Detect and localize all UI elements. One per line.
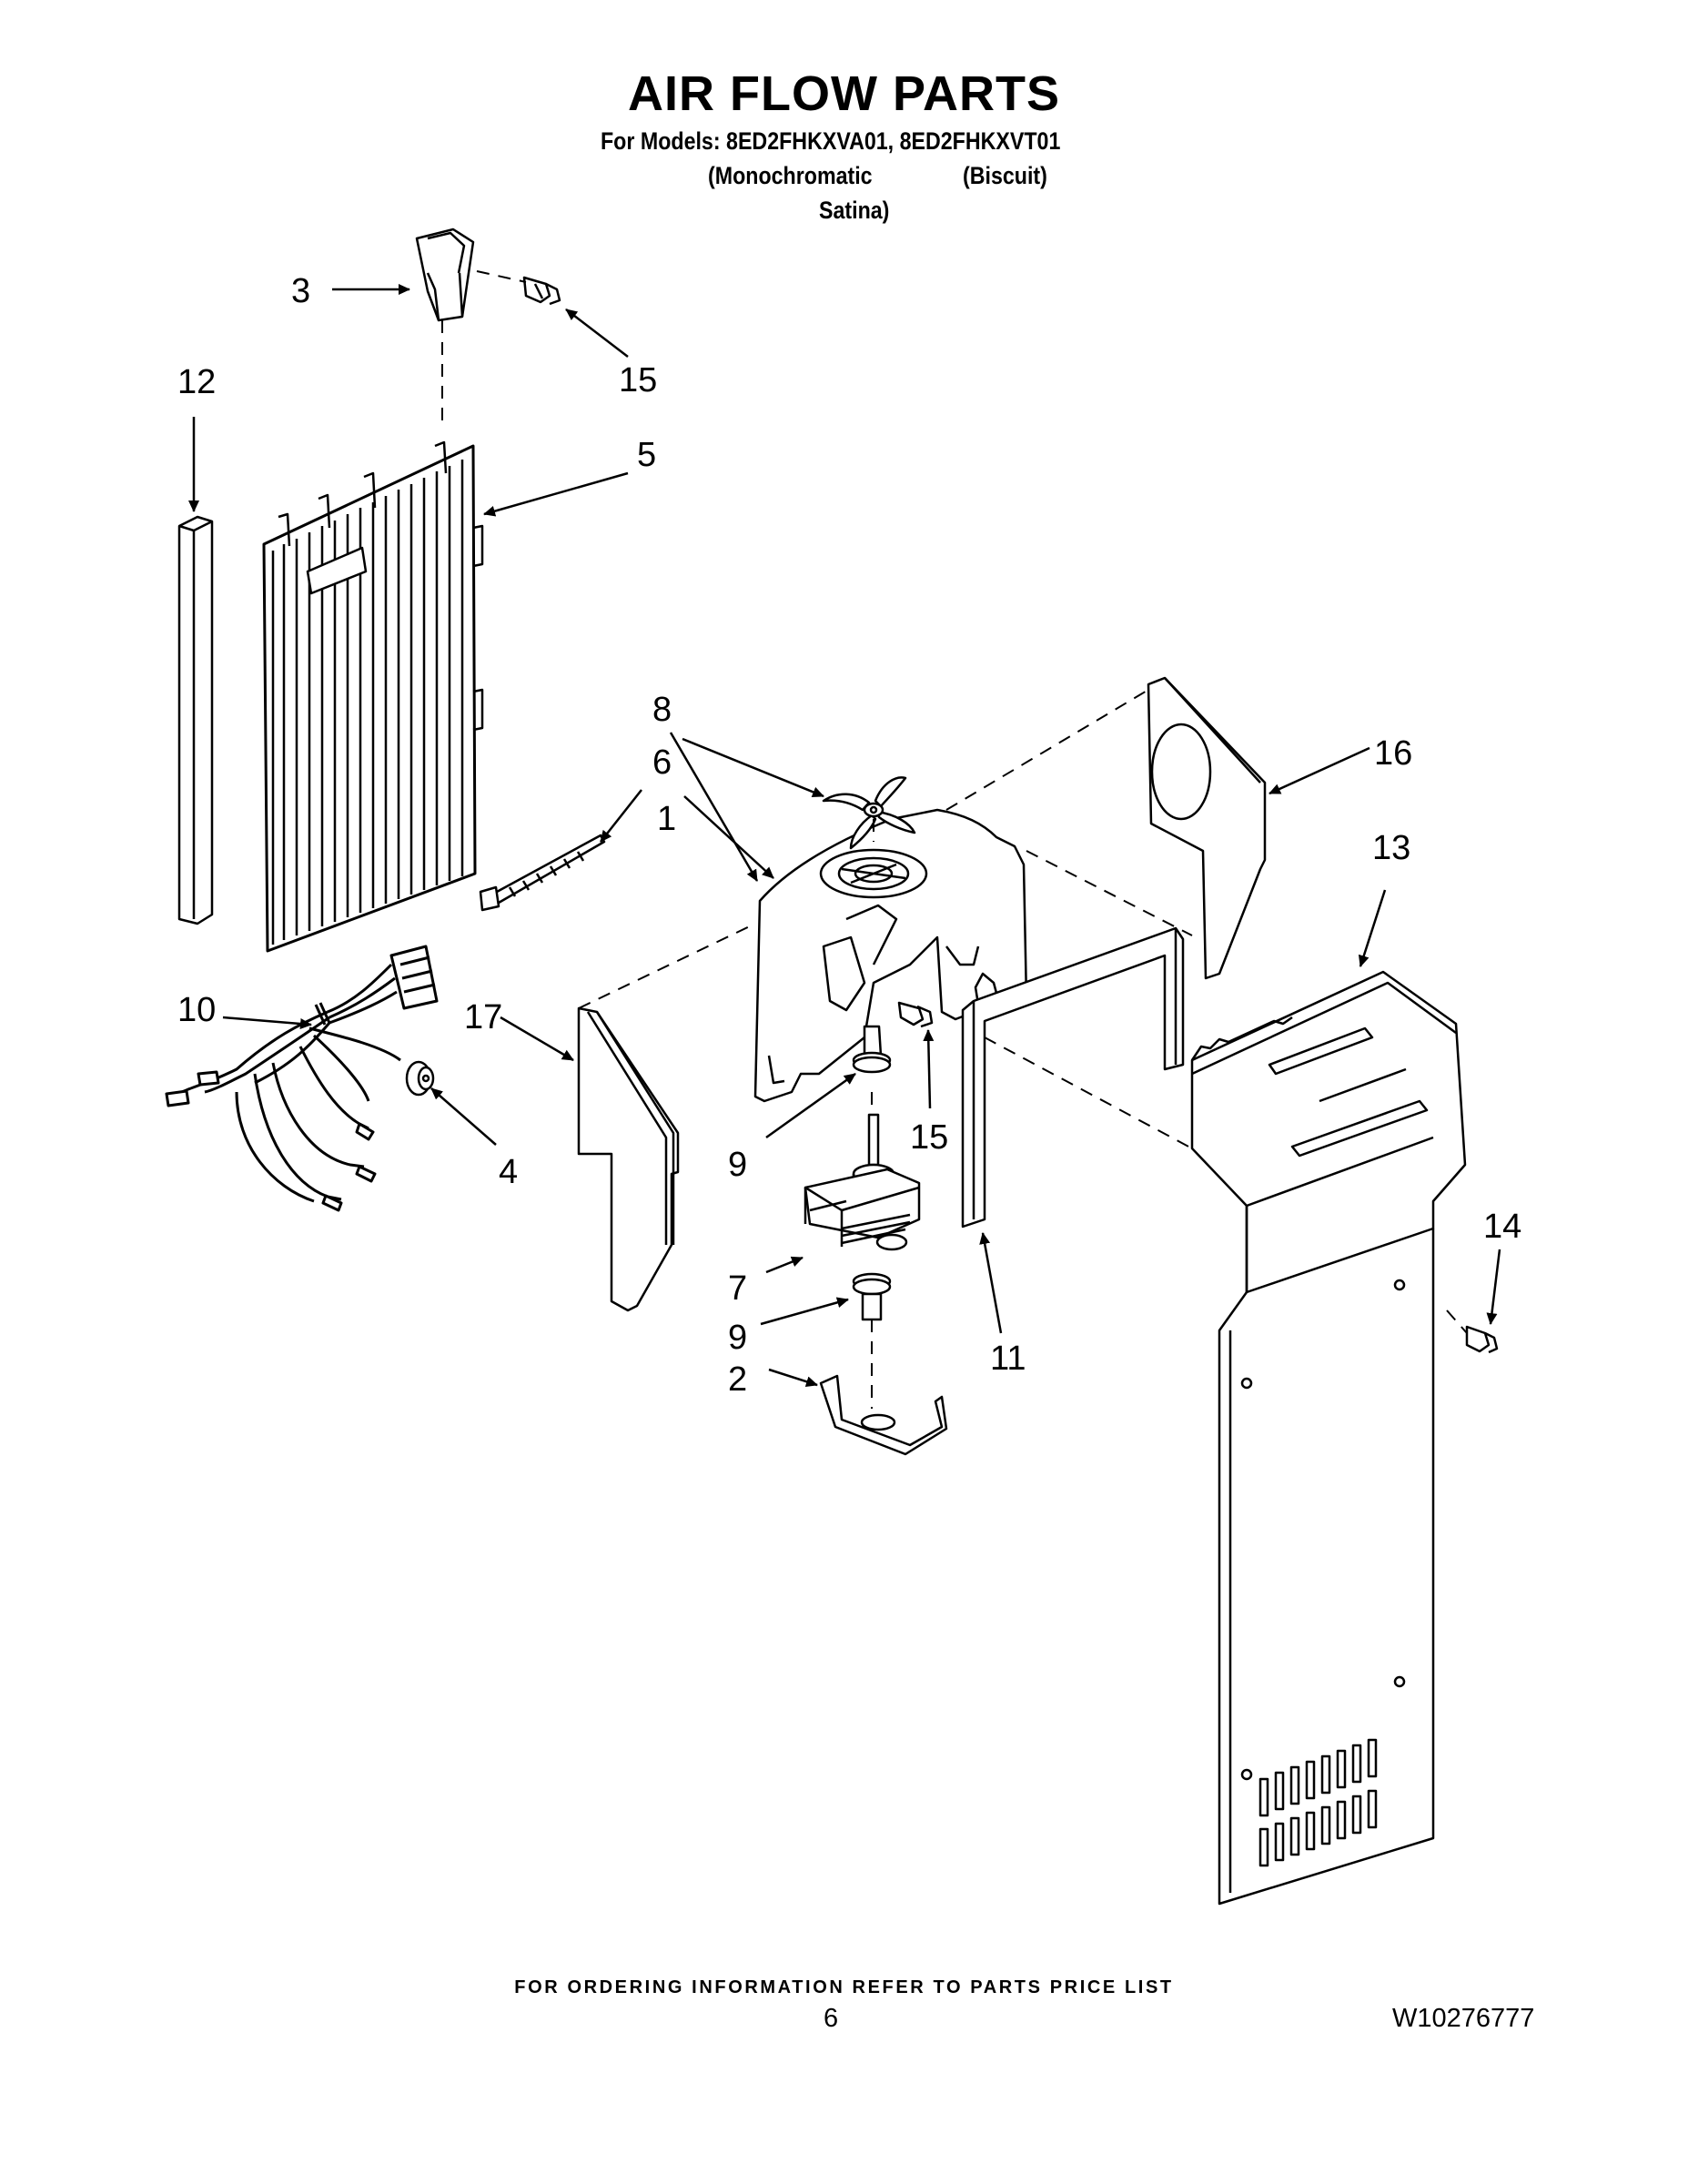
callout-5: 5 [637,436,656,474]
part-1-fan-shroud [753,808,1028,1103]
part-7-fan-motor [804,1113,921,1251]
document-number: W10276777 [1392,2004,1535,2033]
callout-3: 3 [291,272,310,310]
part-14-screw [1465,1325,1499,1354]
ordering-info: FOR ORDERING INFORMATION REFER TO PARTS … [514,1977,1174,1997]
variant-biscuit: (Biscuit) [963,162,1047,189]
alignment-lines [441,270,1468,1409]
callout-15-mid: 15 [910,1118,948,1157]
callout-9-upper: 9 [728,1146,747,1184]
callout-2: 2 [728,1360,747,1399]
callout-7: 7 [728,1269,747,1308]
part-16-duct-baffle [1147,676,1267,980]
part-15-screw-mid [897,1001,934,1028]
part-5-evaporator-cover [262,440,484,953]
callout-8: 8 [652,691,672,729]
part-13-air-duct [1190,970,1467,1906]
variant-monochromatic-line2: Satina) [819,197,890,224]
leader-arrows [188,284,1501,1388]
part-9-bushing-lower [852,1272,892,1321]
part-15-screw-top [522,276,561,306]
callout-4: 4 [499,1153,518,1191]
callout-13: 13 [1372,829,1410,867]
variant-monochromatic-line1: (Monochromatic [708,162,873,189]
callout-labels: 3 15 12 5 8 6 1 16 13 10 17 4 15 9 7 9 2… [177,272,1521,1399]
part-11-u-channel [961,926,1185,1228]
part-3-vent-cap [415,228,475,322]
callout-10: 10 [177,991,216,1029]
callout-15-top: 15 [619,361,657,399]
part-12-foam-strip [177,515,214,925]
callout-17: 17 [464,998,502,1036]
part-2-motor-bracket [819,1374,948,1456]
part-10-wire-harness [165,945,439,1212]
part-17-side-baffle [577,1006,680,1312]
callout-11: 11 [990,1340,1026,1378]
part-4-grommet [405,1060,435,1097]
callout-9-lower: 9 [728,1319,747,1357]
part-6-cable-tie [479,834,606,912]
page-number: 6 [824,2004,839,2033]
callout-1: 1 [657,800,676,838]
callout-6: 6 [652,743,672,782]
callout-16: 16 [1374,734,1412,773]
models-line: For Models: 8ED2FHKXVA01, 8ED2FHKXVT01 [601,127,1061,155]
part-9-bushing-upper [852,1025,892,1074]
page-title: AIR FLOW PARTS [628,66,1060,121]
callout-14: 14 [1483,1208,1521,1246]
callout-12: 12 [177,363,216,401]
part-8-fan-blade [822,776,916,850]
